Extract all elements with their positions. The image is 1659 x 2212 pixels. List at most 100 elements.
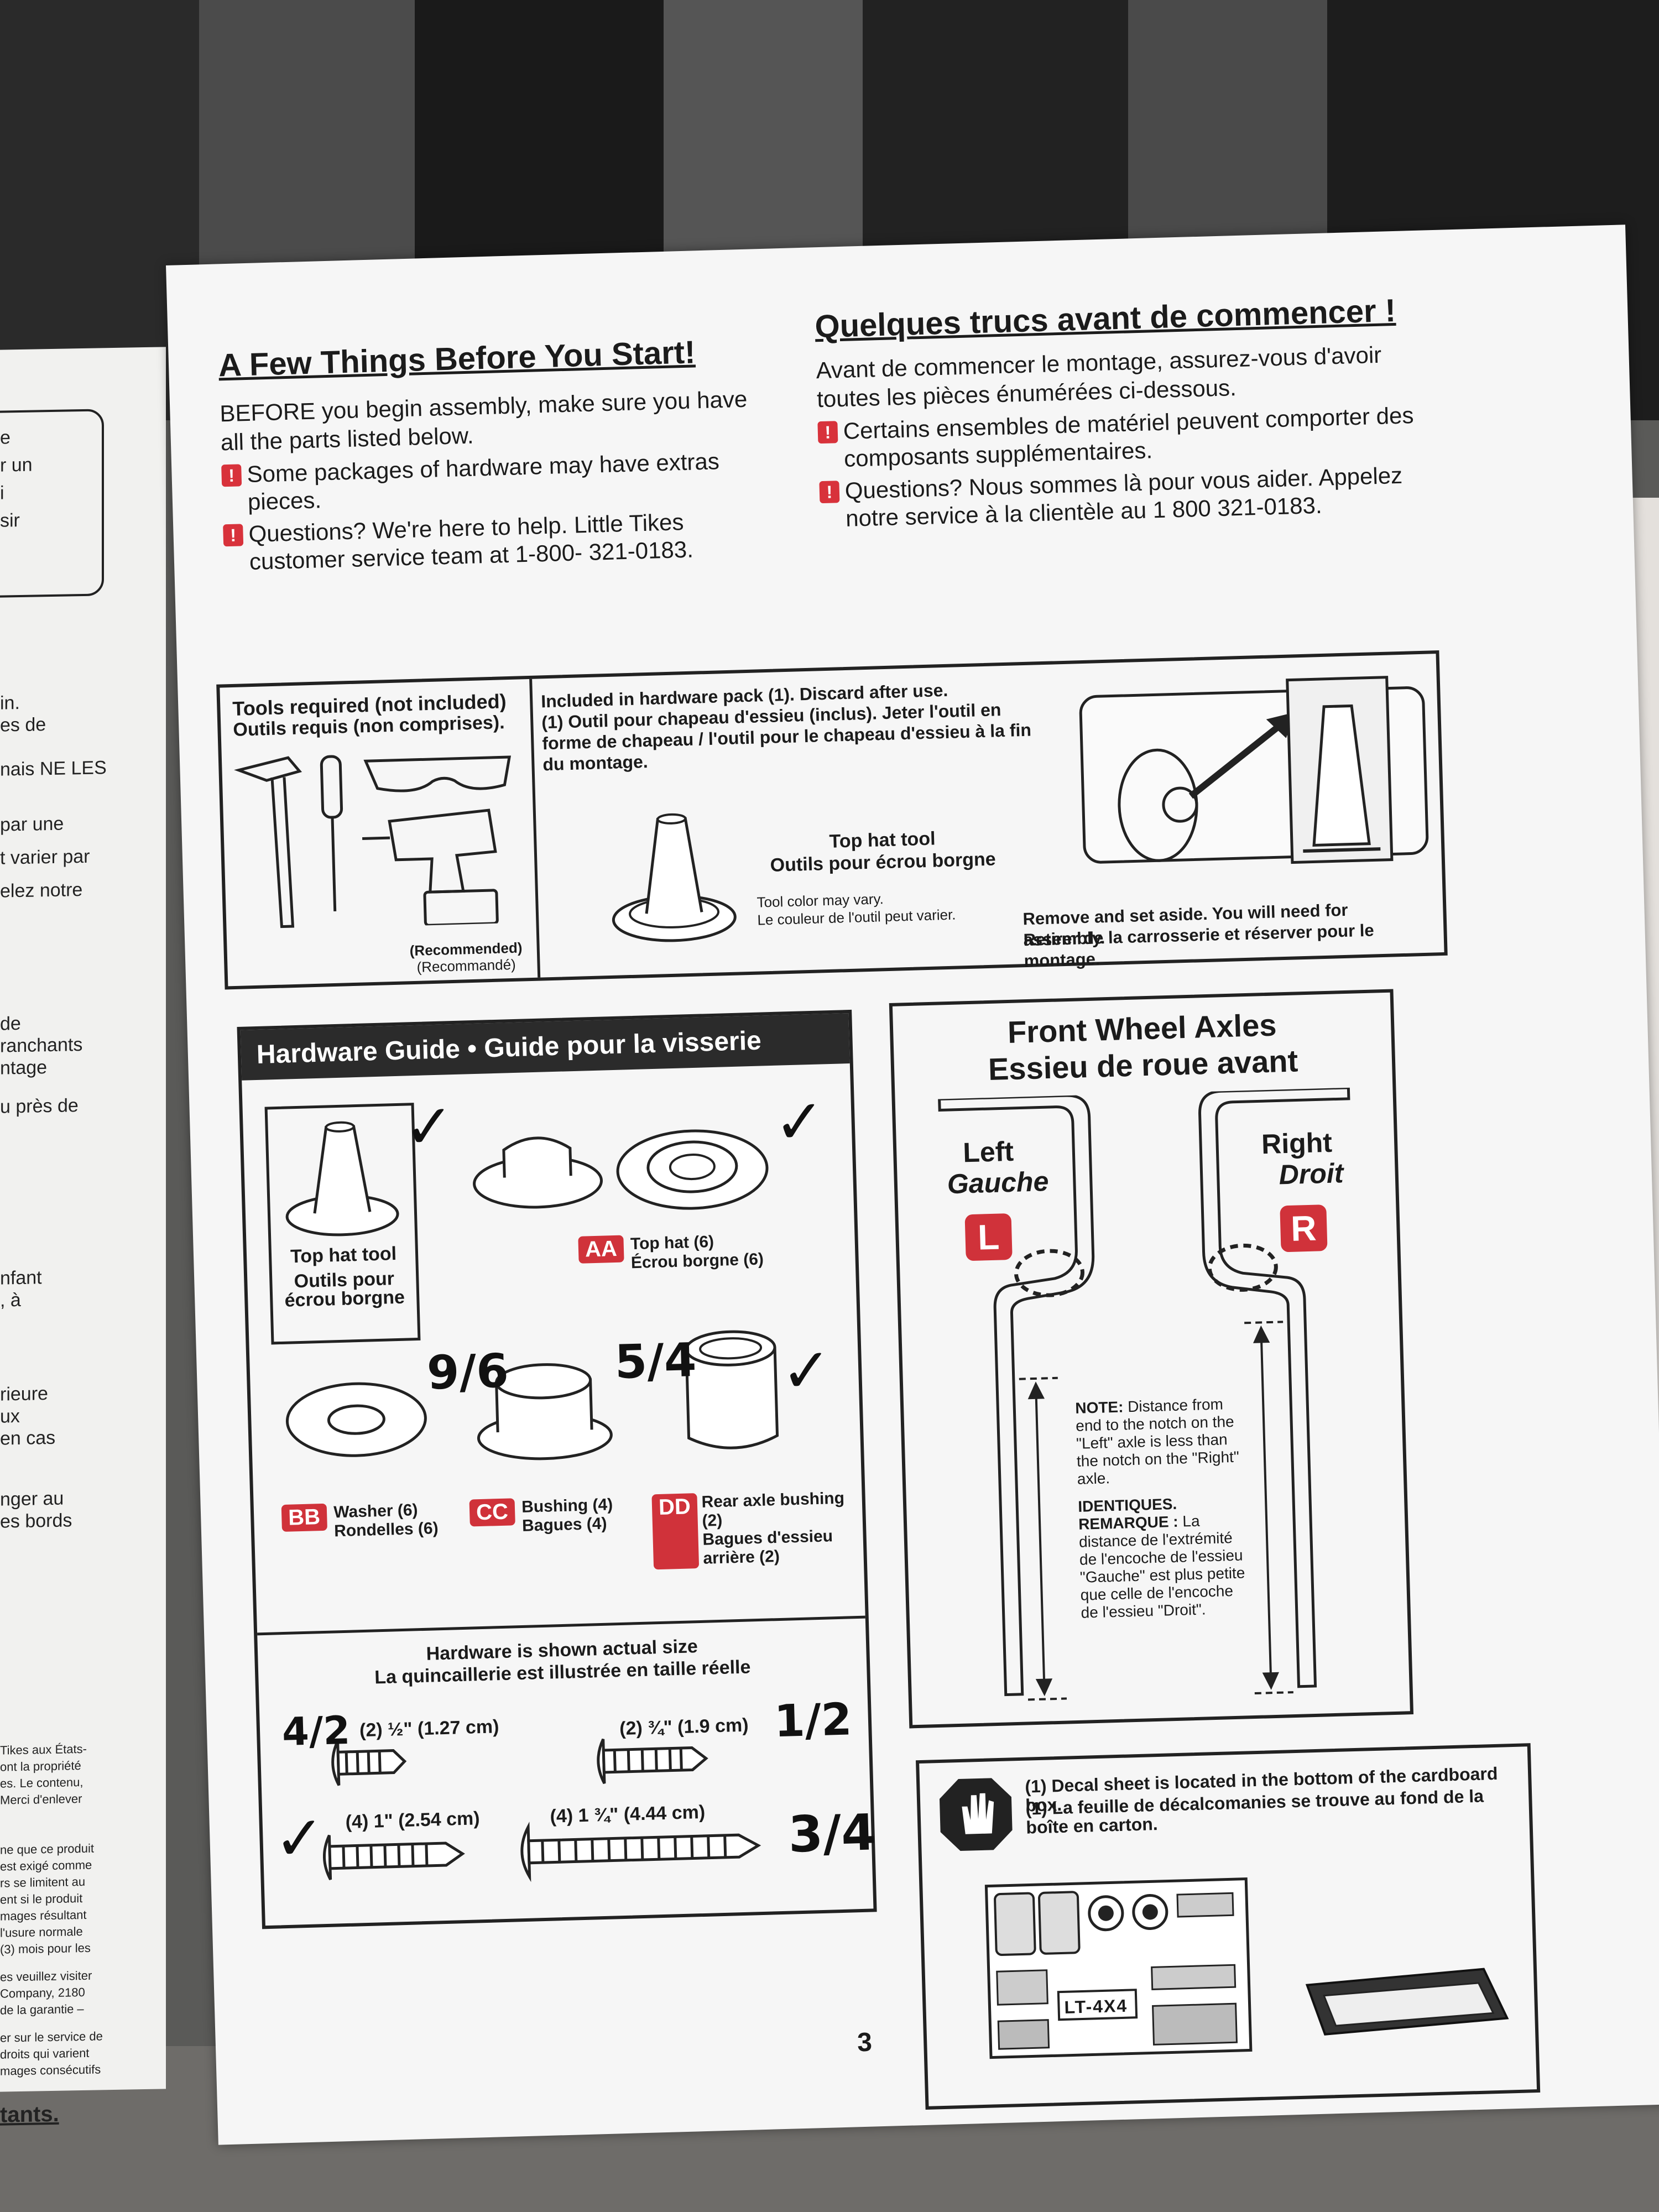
intro-bullet-en-1: !Some packages of hardware may have extr… <box>221 446 775 517</box>
washer-icon <box>285 1382 427 1457</box>
left-page-fragment: t varier par <box>0 846 90 869</box>
left-page-fragment: est exigé comme <box>0 1858 92 1874</box>
part-aa-label: AA Top hat (6)Écrou borgne (6) <box>578 1232 764 1274</box>
left-page-fragment: tants. <box>0 2101 59 2127</box>
part-dd-label: DD Rear axle bushing (2)Bagues d'essieu … <box>651 1489 858 1570</box>
tool-color-note-en: Tool color may vary. <box>757 890 884 911</box>
decal-section: (1) Decal sheet is located in the bottom… <box>916 1743 1541 2110</box>
intro-english: A Few Things Before You Start! BEFORE yo… <box>218 332 777 577</box>
left-page-fragment: ux <box>0 1405 20 1427</box>
left-page-fragment: er sur le service de <box>0 2029 103 2045</box>
top-hat-tool-label-fr: Outils pour écrou borgne <box>284 1268 405 1311</box>
divider <box>257 1615 865 1636</box>
warning-icon: ! <box>817 421 838 444</box>
part-aa-badge: AA <box>578 1235 624 1264</box>
left-page-fragment: es veuillez visiter <box>0 1968 92 1984</box>
decal-sheet-icon <box>984 1877 1253 2059</box>
left-page-fragment: nger au <box>0 1488 64 1510</box>
left-page-fragment: rs se limitent au <box>0 1874 86 1890</box>
left-page-fragment: droits qui varient <box>0 2046 90 2062</box>
axles-diagram <box>938 1086 1350 1701</box>
left-page-fragment: par une <box>0 813 64 836</box>
part-bb-label: BB Washer (6)Rondelles (6) <box>281 1500 439 1542</box>
top-hat-tool-item: Top hat tool Outils pour écrou borgne <box>264 1103 421 1345</box>
handwritten-screw4-count: 3/4 <box>787 1803 877 1864</box>
screw-three-quarter-inch-icon <box>597 1738 708 1785</box>
left-page-callout-box <box>0 409 104 598</box>
hardware-guide-title: Hardware Guide • Guide pour la visserie <box>240 1013 850 1081</box>
intro-text-en: BEFORE you begin assembly, make sure you… <box>219 385 748 456</box>
washer-bushing-icons <box>285 1330 779 1460</box>
left-page-fragment: es de <box>0 714 46 736</box>
intro-bullet-fr-1: !Certains ensembles de matériel peuvent … <box>817 401 1421 473</box>
intro-title-en: A Few Things Before You Start! <box>218 334 696 384</box>
screwdriver-icon <box>320 755 343 911</box>
warning-icon: ! <box>223 524 244 547</box>
top-hat-tool-label: Top hat tool <box>290 1243 397 1267</box>
left-page-fragment: es bords <box>0 1510 72 1532</box>
screw-half-inch-icon <box>331 1740 407 1786</box>
left-page-fragment: es. Le contenu, <box>0 1775 84 1791</box>
tools-illustration <box>234 755 512 928</box>
front-wheel-axles-section: Front Wheel Axles Essieu de roue avant <box>889 989 1414 1729</box>
left-page-fragment: Company, 2180 <box>0 1985 85 2001</box>
intro-text-fr: Avant de commencer le montage, assurez-v… <box>816 341 1382 413</box>
left-page-fragment: (3) mois pour les <box>0 1940 91 1957</box>
pack-text-fr: (1) Outil pour chapeau d'essieu (inclus)… <box>541 700 1032 775</box>
right-axle-label-en: Right <box>1261 1126 1333 1160</box>
measurement-arrows <box>1019 1321 1293 1701</box>
left-page-fragment: ranchants <box>0 1034 83 1057</box>
page-number: 3 <box>857 2027 873 2058</box>
handwritten-check: ✓ <box>773 1086 826 1158</box>
screw-label-4: (4) 1 ¾" (4.44 cm) <box>550 1801 706 1827</box>
instruction-page: A Few Things Before You Start! BEFORE yo… <box>166 225 1659 2145</box>
hardware-pack-panel: Included in hardware pack (1). Discard a… <box>541 677 1041 775</box>
left-page-fragment: nais NE LES <box>0 757 107 780</box>
hammer-icon <box>234 756 302 928</box>
tools-section: Tools required (not included) Outils req… <box>216 650 1448 990</box>
left-page-fragment: e <box>0 427 11 448</box>
right-axle-icon <box>1198 1086 1350 1688</box>
screw-one-three-quarter-inch-icon <box>520 1822 761 1882</box>
left-badge: L <box>964 1213 1013 1261</box>
left-page-fragment: mages consécutifs <box>0 2062 101 2078</box>
left-page-fragment: de la garantie – <box>0 2001 84 2017</box>
screw-one-inch-icon <box>323 1834 465 1881</box>
part-cc-label: CC Bushing (4)Bagues (4) <box>469 1495 614 1537</box>
left-page-fragment: u près de <box>0 1095 79 1118</box>
left-page-fragment: Merci d'enlever <box>0 1792 82 1807</box>
right-axle-label-fr: Droit <box>1278 1157 1344 1191</box>
top-hat-tool-icon <box>285 1121 399 1237</box>
left-axle-label-en: Left <box>962 1135 1014 1168</box>
handwritten-bb-count: 9/6 <box>426 1343 509 1400</box>
axle-note: NOTE: Distance from end to the notch on … <box>1074 1395 1245 1621</box>
recommended-label-fr: (Recommandé) <box>416 956 517 975</box>
intro-title-fr: Quelques trucs avant de commencer ! <box>814 292 1396 345</box>
warning-icon: ! <box>819 481 840 504</box>
screw-label-2: (2) ¾" (1.9 cm) <box>619 1714 749 1740</box>
bushing-icon <box>477 1363 613 1460</box>
top-hat-tool-icon <box>612 813 737 942</box>
handwritten-cc-count: 5/4 <box>614 1333 697 1390</box>
left-page-fragment: r un <box>0 454 33 476</box>
screw-label-1: (2) ½" (1.27 cm) <box>359 1716 499 1741</box>
top-hat-part-icon <box>473 1129 769 1210</box>
handwritten-check: ✓ <box>402 1091 456 1163</box>
left-page-fragment: l'usure normale <box>0 1924 83 1940</box>
safety-glasses-icon <box>363 755 512 792</box>
tools-required-panel: Tools required (not included) Outils req… <box>220 679 541 987</box>
left-page-fragment: ntage <box>0 1057 48 1079</box>
handwritten-check: ✓ <box>273 1802 326 1875</box>
screw-illustrations <box>323 1738 761 1882</box>
left-page-fragment: elez notre <box>0 879 83 902</box>
intro-bullet-en-2: !Questions? We're here to help. Little T… <box>223 505 777 576</box>
left-page-fragment: Tikes aux États- <box>0 1741 87 1757</box>
intro-bullet-fr-2: !Questions? Nous sommes là pour vous aid… <box>819 461 1423 533</box>
left-page-fragment: rieure <box>0 1383 48 1405</box>
stop-hand-icon <box>939 1778 1013 1851</box>
license-plate-text: LT-4X4 <box>1064 1995 1128 2017</box>
left-page-fragment: mages résultant <box>0 1907 87 1923</box>
left-axle-label-fr: Gauche <box>947 1166 1050 1200</box>
arrow-icon <box>1188 716 1291 799</box>
